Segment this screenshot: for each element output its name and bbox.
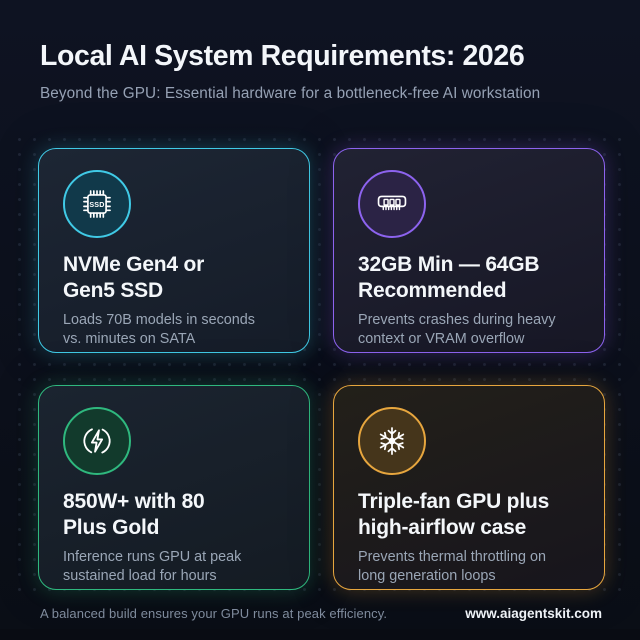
ssd-chip-label: SSD: [89, 201, 104, 209]
page-subtitle: Beyond the GPU: Essential hardware for a…: [40, 84, 541, 102]
card-title: NVMe Gen4 or Gen5 SSD: [63, 252, 285, 304]
power-bolt-icon: [63, 407, 131, 475]
card-title-line: Recommended: [358, 278, 507, 302]
card-title-line: 32GB Min — 64GB: [358, 253, 540, 276]
card-description: Inference runs GPU at peak sustained loa…: [63, 548, 285, 587]
card-title-line: NVMe Gen4 or: [63, 253, 205, 276]
card-desc-line: Prevents crashes during heavy: [358, 311, 556, 328]
card-desc-line: vs. minutes on SATA: [63, 330, 196, 347]
header: Local AI System Requirements: 2026 Beyon…: [40, 40, 604, 103]
card-title: 850W+ with 80 Plus Gold: [63, 489, 285, 541]
card-desc-line: long generation loops: [358, 567, 496, 584]
snowflake-icon: [358, 407, 426, 475]
page-title: Local AI System Requirements: 2026: [40, 40, 525, 72]
card-psu: 850W+ with 80 Plus Gold Inference runs G…: [38, 385, 310, 590]
card-nvme-ssd: SSD NVMe Gen4 or Gen5 SSD Loads 70B mode…: [38, 148, 310, 353]
card-title: Triple-fan GPU plus high-airflow case: [358, 489, 580, 541]
card-title: 32GB Min — 64GB Recommended: [358, 252, 580, 304]
card-desc-line: sustained load for hours: [63, 567, 217, 584]
bottom-strip: [0, 629, 640, 640]
ssd-chip-icon: SSD: [63, 170, 131, 238]
card-desc-line: Prevents thermal throttling on: [358, 548, 546, 565]
card-desc-line: Inference runs GPU at peak: [63, 548, 242, 565]
card-description: Prevents thermal throttling on long gene…: [358, 548, 580, 587]
card-desc-line: context or VRAM overflow: [358, 330, 525, 347]
ram-module-icon: [358, 170, 426, 238]
card-title-line: high-airflow case: [358, 515, 527, 539]
footer-website: www.aiagentskit.com: [465, 606, 602, 621]
footer: A balanced build ensures your GPU runs a…: [40, 606, 602, 621]
card-title-line: 850W+ with 80: [63, 490, 205, 513]
card-title-line: Triple-fan GPU plus: [358, 490, 550, 513]
card-title-line: Gen5 SSD: [63, 278, 163, 302]
card-desc-line: Loads 70B models in seconds: [63, 311, 255, 328]
cards-grid: SSD NVMe Gen4 or Gen5 SSD Loads 70B mode…: [38, 148, 605, 590]
footer-note: A balanced build ensures your GPU runs a…: [40, 606, 388, 621]
card-description: Prevents crashes during heavy context or…: [358, 311, 580, 350]
card-description: Loads 70B models in seconds vs. minutes …: [63, 311, 285, 350]
card-title-line: Plus Gold: [63, 515, 160, 539]
card-cooling: Triple-fan GPU plus high-airflow case Pr…: [333, 385, 605, 590]
card-ram: 32GB Min — 64GB Recommended Prevents cra…: [333, 148, 605, 353]
